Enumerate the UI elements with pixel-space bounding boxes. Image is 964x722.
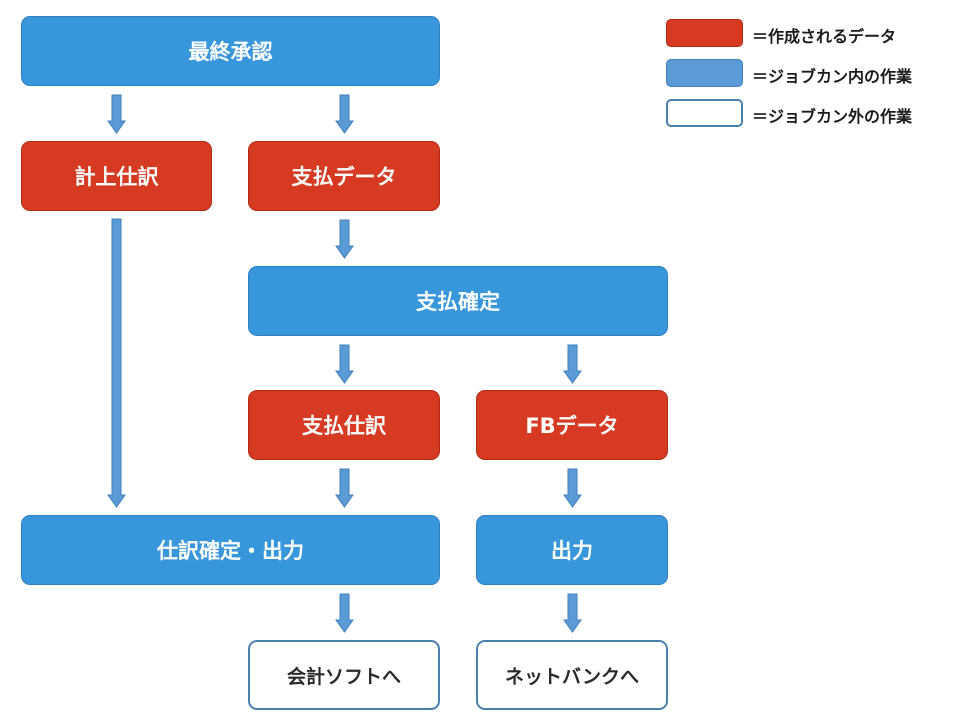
node-payment-data: 支払データ [248, 141, 440, 211]
legend-label-internal: ＝ジョブカン内の作業 [752, 67, 913, 86]
node-accrual-journal: 計上仕訳 [21, 141, 212, 211]
arrow-fb-data-to-output [563, 468, 582, 508]
arrow-accrual-to-journal-output [107, 218, 126, 508]
node-fb-data: FBデータ [476, 390, 668, 460]
node-journal-confirm-output-label: 仕訳確定・出力 [157, 539, 304, 563]
node-final-approval: 最終承認 [21, 16, 440, 86]
node-fb-data-label: FBデータ [525, 414, 619, 438]
legend-swatch-data [666, 19, 743, 47]
node-journal-confirm-output: 仕訳確定・出力 [21, 515, 440, 585]
node-payment-confirm: 支払確定 [248, 266, 668, 336]
node-output: 出力 [476, 515, 668, 585]
arrow-output-to-net-bank [563, 593, 582, 633]
legend-label-data: ＝作成されるデータ [752, 27, 897, 46]
arrow-payment-journal-to-journal-output [335, 468, 354, 508]
legend-swatch-internal [666, 59, 743, 87]
arrow-approval-to-payment-data [335, 94, 354, 134]
node-payment-data-label: 支払データ [291, 165, 397, 189]
node-to-accounting-software: 会計ソフトへ [248, 640, 440, 710]
node-payment-journal: 支払仕訳 [248, 390, 440, 460]
node-accrual-journal-label: 計上仕訳 [74, 165, 159, 189]
node-to-net-bank-label: ネットバンクへ [505, 665, 639, 688]
arrow-confirm-to-payment-journal [335, 344, 354, 384]
node-to-accounting-software-label: 会計ソフトへ [286, 665, 401, 688]
arrow-payment-data-to-confirm [335, 219, 354, 259]
legend-label-external: ＝ジョブカン外の作業 [752, 107, 913, 126]
arrow-journal-output-to-accounting [335, 593, 354, 633]
node-to-net-bank: ネットバンクへ [476, 640, 668, 710]
arrow-approval-to-accrual [107, 94, 126, 134]
arrow-confirm-to-fb-data [563, 344, 582, 384]
node-payment-confirm-label: 支払確定 [416, 290, 500, 314]
legend-swatch-external [666, 99, 743, 127]
node-payment-journal-label: 支払仕訳 [302, 414, 386, 438]
node-output-label: 出力 [551, 539, 593, 563]
node-final-approval-label: 最終承認 [188, 40, 273, 64]
